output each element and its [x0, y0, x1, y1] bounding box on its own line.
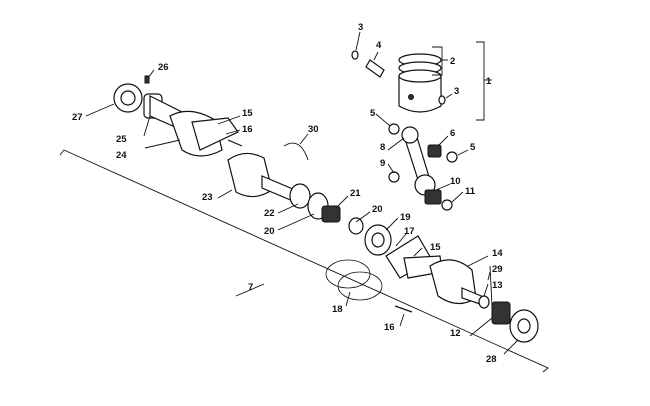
washer-20-lower [348, 217, 364, 235]
callout-27: 27 [72, 112, 83, 123]
callout-8: 8 [380, 142, 385, 153]
callout-14: 14 [492, 248, 503, 259]
circlip-left [351, 50, 359, 60]
callout-16-upper: 16 [242, 124, 253, 135]
circlip-right [438, 95, 446, 105]
piston-pin [365, 59, 385, 78]
callout-6: 6 [450, 128, 455, 139]
bolt-16-lower [394, 305, 413, 313]
piston-assembly [351, 50, 446, 113]
big-end-bearing [424, 189, 442, 205]
key-26 [144, 75, 150, 84]
piston-pin-hole [408, 94, 414, 100]
callout-17: 17 [404, 226, 415, 237]
callout-12: 12 [450, 328, 461, 339]
callout-5-left: 5 [370, 108, 376, 119]
connecting-rod-assembly [388, 123, 458, 211]
callout-2: 2 [450, 56, 455, 67]
callout-5-right: 5 [470, 142, 476, 153]
bolt-16-upper [227, 139, 243, 147]
callout-25: 25 [116, 134, 127, 145]
leader-lines [85, 31, 519, 355]
thrust-washer-upper-left [388, 123, 400, 135]
callout-20-lower: 20 [264, 226, 275, 237]
needle-bearing-21 [321, 205, 341, 223]
washer-13 [478, 295, 490, 309]
key-29 [489, 265, 493, 307]
callout-23: 23 [202, 192, 213, 203]
washer-22 [289, 183, 311, 209]
callout-22: 22 [264, 208, 275, 219]
callout-11: 11 [465, 186, 476, 197]
callout-28: 28 [486, 354, 497, 365]
callout-15-lower: 15 [430, 242, 441, 253]
callout-9: 9 [380, 158, 385, 169]
assembly-7-bracket [59, 149, 549, 373]
rod-small-end [401, 126, 419, 144]
callout-21: 21 [350, 188, 361, 199]
callout-3-right: 3 [454, 86, 459, 97]
needle-bearing-12 [491, 301, 511, 325]
callout-15-upper: 15 [242, 108, 253, 119]
callout-20-upper: 20 [372, 204, 383, 215]
callout-3-top: 3 [358, 22, 363, 33]
left-crank-assembly [113, 75, 243, 157]
left-web-plate [191, 117, 239, 151]
callout-29: 29 [492, 264, 503, 275]
callout-24: 24 [116, 150, 127, 161]
callout-16-lower: 16 [384, 322, 395, 333]
callout-10: 10 [450, 176, 461, 187]
piston-assembly-bracket-1 [476, 41, 485, 121]
thrust-washer-upper-right [446, 151, 458, 163]
rod-washer-left [388, 171, 400, 183]
rod-washer-right [441, 199, 453, 211]
callout-1: 1 [486, 76, 492, 87]
callout-18: 18 [332, 304, 343, 315]
ring-bracket-2 [432, 46, 443, 76]
center-crank-assembly [227, 142, 392, 256]
small-end-bearing [427, 144, 442, 158]
callout-30: 30 [308, 124, 319, 135]
right-crank-assembly [325, 235, 539, 343]
callout-19: 19 [400, 212, 411, 223]
seal-ring-18-back [337, 271, 383, 301]
seal-ring-18-front [325, 259, 371, 289]
piston-crown [398, 69, 442, 83]
callout-13: 13 [492, 280, 503, 291]
callout-26: 26 [158, 62, 169, 73]
callout-4: 4 [376, 40, 382, 51]
callout-7: 7 [248, 282, 253, 293]
retaining-ring-30 [283, 142, 309, 161]
callout-labels: 1 2 3 3 4 5 5 6 7 8 9 10 11 12 13 14 15 … [72, 22, 503, 365]
